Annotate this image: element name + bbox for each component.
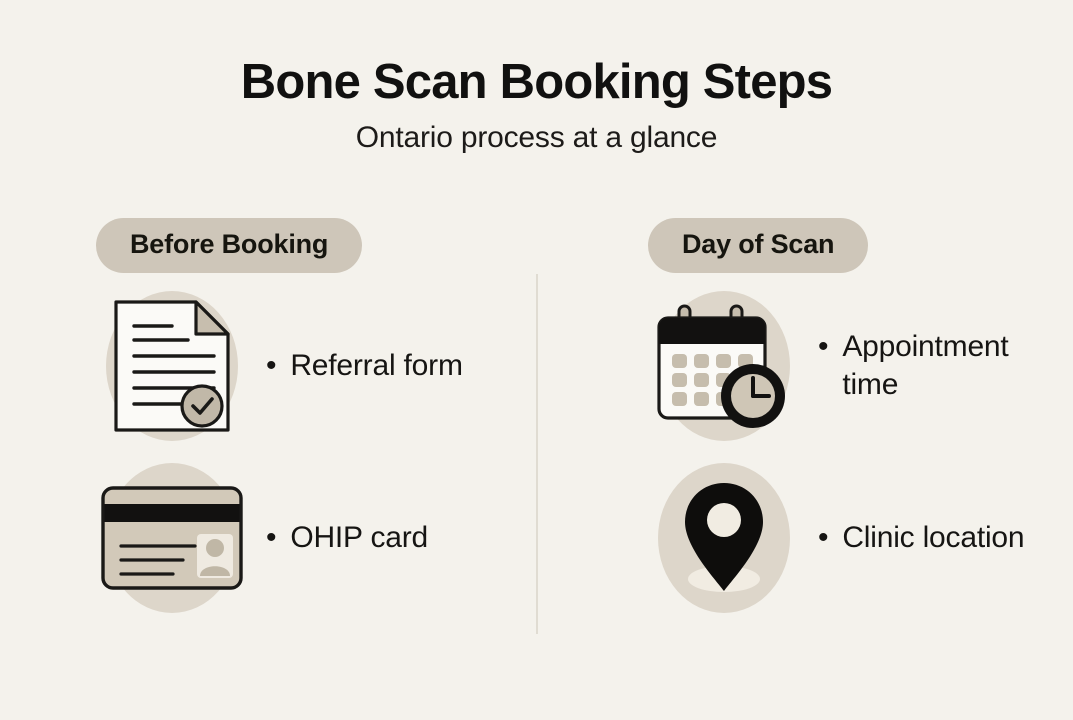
calendar-clock-icon-wrap — [648, 290, 800, 442]
bullet-glyph: • — [818, 520, 829, 554]
list-item: • Clinic location — [648, 452, 1072, 624]
map-pin-icon-wrap — [648, 462, 800, 614]
column-before-booking: Before Booking — [0, 218, 536, 658]
list-item: • OHIP card — [96, 452, 536, 624]
list-item: • Appointment time — [648, 280, 1072, 452]
column-day-of-scan: Day of Scan — [536, 218, 1072, 658]
list-item-label: Appointment time — [842, 329, 1009, 401]
id-card-icon-wrap — [96, 462, 248, 614]
list-item: • Referral form — [96, 280, 536, 452]
section-heading-day-of-scan: Day of Scan — [648, 218, 869, 273]
header: Bone Scan Booking Steps Ontario process … — [0, 56, 1073, 155]
pill-wrap-left: Before Booking — [96, 218, 536, 280]
map-pin-icon — [685, 483, 763, 592]
columns-container: Before Booking — [0, 218, 1073, 658]
calendar-clock-icon — [657, 304, 785, 428]
document-check-icon-wrap — [96, 290, 248, 442]
bullet-glyph: • — [818, 329, 829, 363]
list-item-label-wrap: • Clinic location — [818, 519, 1025, 557]
id-card-icon — [101, 486, 243, 590]
list-item-label: Clinic location — [842, 520, 1025, 554]
list-item-label: OHIP card — [290, 520, 429, 554]
bullet-glyph: • — [266, 520, 277, 554]
document-check-icon — [114, 300, 230, 432]
list-item-label-wrap: • Appointment time — [818, 328, 1062, 405]
section-heading-before-booking: Before Booking — [96, 218, 363, 273]
list-item-label: Referral form — [290, 348, 463, 382]
page-title: Bone Scan Booking Steps — [240, 55, 833, 109]
list-item-label-wrap: • OHIP card — [266, 519, 428, 557]
column-divider — [536, 274, 538, 634]
page-subtitle: Ontario process at a glance — [355, 120, 718, 154]
bullet-glyph: • — [266, 348, 277, 382]
pill-wrap-right: Day of Scan — [648, 218, 1072, 280]
list-item-label-wrap: • Referral form — [266, 347, 463, 385]
